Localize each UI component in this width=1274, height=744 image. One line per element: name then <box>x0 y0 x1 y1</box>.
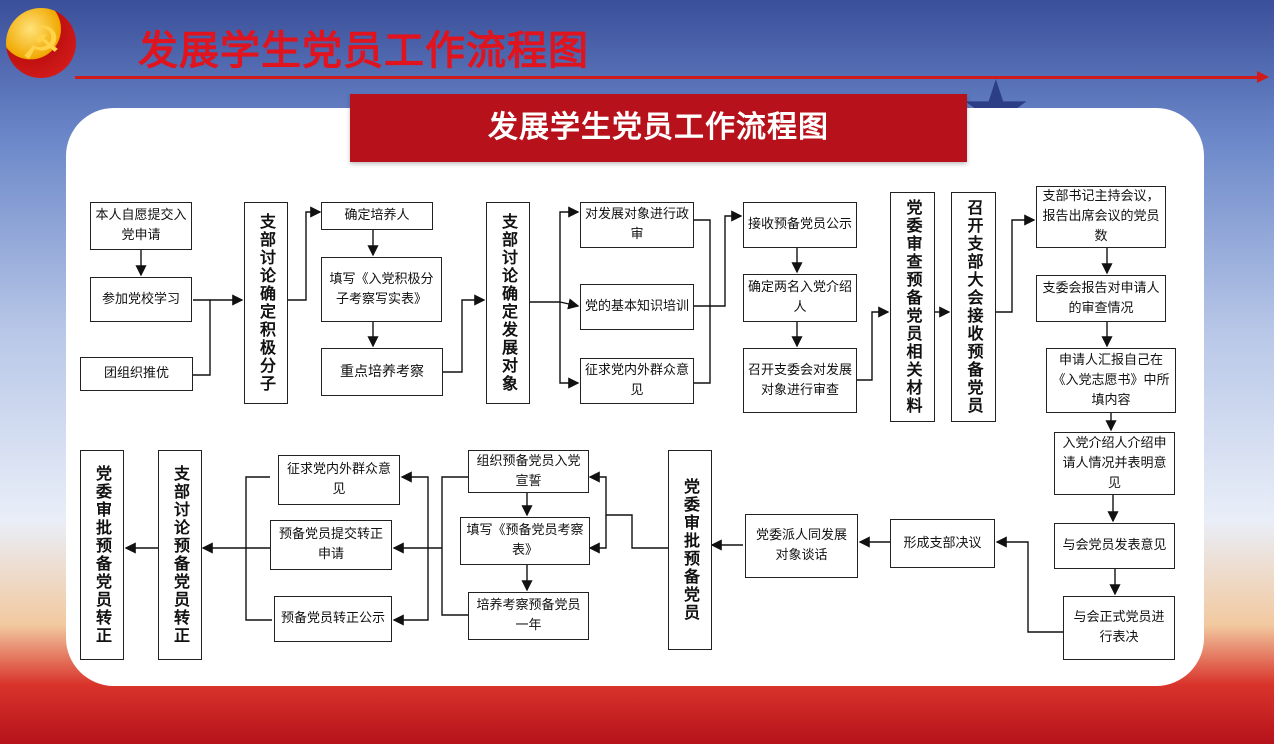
branch-meeting-node: 召开支部大会接收预备党员 <box>951 192 996 422</box>
resolution-node: 形成支部决议 <box>890 519 995 568</box>
secretary-node: 支部书记主持会议，报告出席会议的党员数 <box>1036 186 1166 248</box>
report-review-node: 支委会报告对申请人的审查情况 <box>1036 275 1166 322</box>
full-member-notice-node: 预备党员转正公示 <box>274 596 392 642</box>
self-report-node: 申请人汇报自己在《入党志愿书》中所填内容 <box>1046 348 1176 413</box>
activist-determination-node: 支部讨论确定积极分子 <box>244 202 288 404</box>
apply-node: 本人自愿提交入党申请 <box>90 202 192 250</box>
introducer-opinion-node: 入党介绍人介绍申请人情况并表明意见 <box>1054 432 1175 495</box>
members-opinion-node: 与会党员发表意见 <box>1054 523 1175 569</box>
title-underline-arrow <box>75 71 1269 83</box>
key-training-node: 重点培养考察 <box>321 348 443 396</box>
development-target-node: 支部讨论确定发展对象 <box>486 202 530 404</box>
party-school-node: 参加党校学习 <box>90 277 192 322</box>
oath-node: 组织预备党员入党宣誓 <box>468 450 589 493</box>
submit-application-node: 预备党员提交转正申请 <box>270 520 392 570</box>
party-emblem-icon: ☭ <box>6 8 76 78</box>
one-year-training-node: 培养考察预备党员一年 <box>468 592 589 640</box>
review-materials-node: 党委审查预备党员相关材料 <box>890 192 935 422</box>
fill-probation-form-node: 填写《预备党员考察表》 <box>460 517 590 565</box>
fill-activist-form-node: 填写《入党积极分子考察写实表》 <box>321 257 442 322</box>
discuss-full-member-node: 支部讨论预备党员转正 <box>158 450 202 660</box>
approve-probation-node: 党委审批预备党员 <box>668 450 712 650</box>
flowchart-banner-title: 发展学生党员工作流程图 <box>350 94 967 162</box>
probation-notice-node: 接收预备党员公示 <box>743 202 857 248</box>
talk-node: 党委派人同发展对象谈话 <box>745 514 858 578</box>
vote-node: 与会正式党员进行表决 <box>1063 596 1175 660</box>
opinions-node-2: 征求党内外群众意见 <box>278 455 400 505</box>
basic-training-node: 党的基本知识培训 <box>580 284 694 330</box>
approve-full-member-node: 党委审批预备党员转正 <box>80 450 124 660</box>
opinions-node-1: 征求党内外群众意见 <box>580 358 694 404</box>
committee-review-node: 召开支委会对发展对象进行审查 <box>743 348 857 413</box>
political-review-node: 对发展对象进行政审 <box>580 202 694 248</box>
two-introducers-node: 确定两名入党介绍人 <box>743 274 857 322</box>
page-title: 发展学生党员工作流程图 <box>138 28 589 74</box>
league-recommend-node: 团组织推优 <box>80 357 193 391</box>
trainer-node: 确定培养人 <box>321 202 433 230</box>
